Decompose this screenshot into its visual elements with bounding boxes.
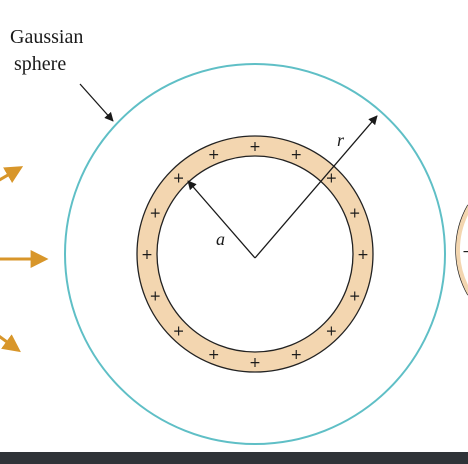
- gaussian-label-line1: Gaussian: [10, 26, 83, 48]
- charged-shell-inner-edge: [156, 155, 354, 353]
- shell-charge-plus: +: [357, 247, 369, 263]
- radius-r-arrow: [254, 115, 378, 259]
- gaussian-label-pointer-arrow: [79, 83, 114, 122]
- gaussian-sphere: [64, 63, 446, 445]
- radius-a-arrow: [187, 180, 256, 259]
- shell-charge-plus: +: [249, 355, 261, 371]
- radius-a-label: a: [216, 229, 225, 249]
- charged-shell-outer-edge: [136, 135, 374, 373]
- shell-charge-plus: +: [208, 147, 220, 163]
- shell-charge-plus: +: [149, 206, 161, 222]
- shell-charge-plus: +: [290, 347, 302, 363]
- shell-charge-plus: +: [141, 247, 153, 263]
- radius-r-label: r: [337, 130, 345, 150]
- charged-shell: [137, 136, 373, 372]
- shell-charge-plus: +: [149, 288, 161, 304]
- gaussian-label-line2: sphere: [14, 53, 66, 75]
- shell-charge-plus: +: [173, 171, 185, 187]
- shell-charge-plus: +: [290, 147, 302, 163]
- shell-charges: + + + + + + + + + + + + + + + +: [141, 139, 369, 371]
- neighbor-shell-minus-sign: −: [462, 244, 468, 260]
- field-arrow-lower: [0, 334, 21, 353]
- shell-charge-plus: +: [326, 171, 338, 187]
- shell-charge-plus: +: [249, 139, 261, 155]
- shell-charge-plus: +: [208, 347, 220, 363]
- shell-charge-plus: +: [326, 323, 338, 339]
- shell-charge-plus: +: [349, 206, 361, 222]
- bottom-bar: [0, 452, 468, 464]
- shell-charge-plus: +: [349, 288, 361, 304]
- neighbor-shell-fill: [455, 205, 468, 295]
- field-arrow-upper: [0, 166, 24, 184]
- shell-charge-plus: +: [173, 323, 185, 339]
